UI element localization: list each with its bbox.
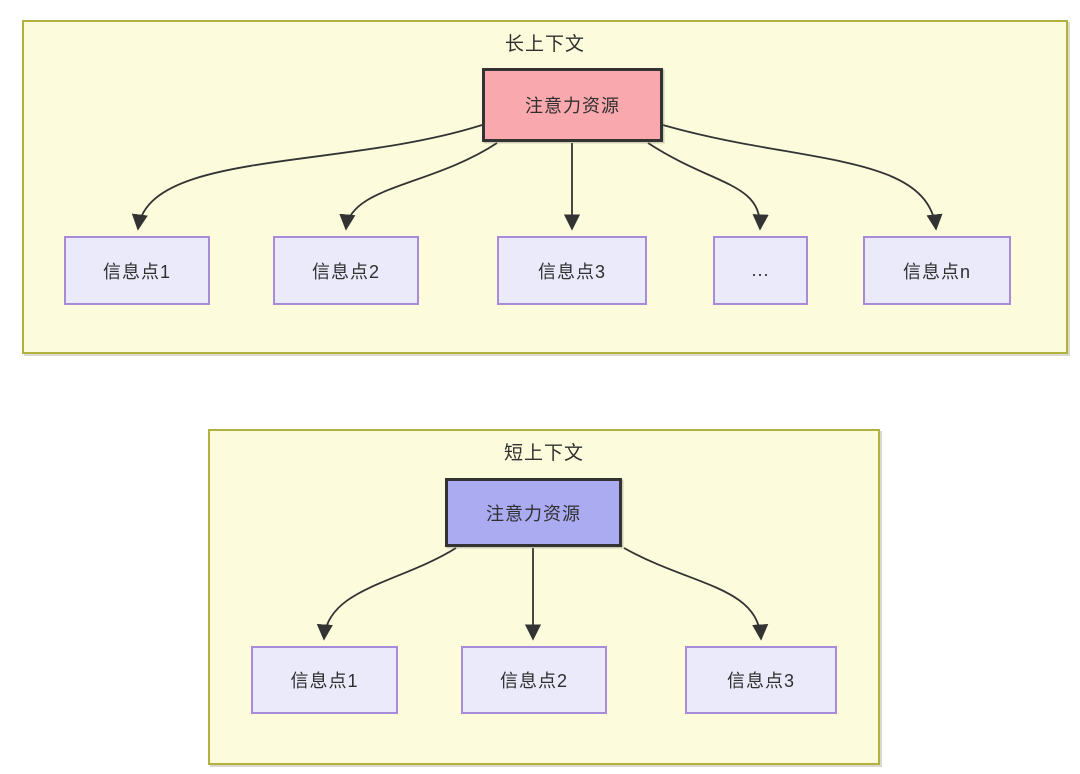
long-info-point-n-label: 信息点n — [902, 261, 971, 282]
long-info-point-1-node: 信息点1 — [64, 236, 210, 305]
long-info-point-2-label: 信息点2 — [311, 261, 380, 282]
short-info-point-2-label: 信息点2 — [499, 671, 568, 691]
long-info-point-1-label: 信息点1 — [102, 261, 171, 282]
short-info-point-3-label: 信息点3 — [726, 671, 795, 691]
short-attention-resource-node: 注意力资源 — [445, 478, 622, 547]
long-info-point-n-node: 信息点n — [863, 236, 1011, 305]
short-context-title: 短上下文 — [503, 443, 584, 464]
short-info-point-3-node: 信息点3 — [685, 646, 837, 714]
short-info-point-1-label: 信息点1 — [290, 671, 359, 691]
long-info-point-2-node: 信息点2 — [273, 236, 419, 305]
long-attention-resource-label: 注意力资源 — [525, 96, 620, 116]
long-context-title: 长上下文 — [504, 34, 585, 55]
short-attention-resource-label: 注意力资源 — [486, 503, 581, 524]
long-attention-resource-node: 注意力资源 — [482, 68, 663, 142]
short-info-point-2-node: 信息点2 — [461, 646, 607, 714]
long-info-point-ellipsis-label: ... — [751, 260, 770, 280]
long-info-point-3-node: 信息点3 — [497, 236, 647, 305]
short-info-point-1-node: 信息点1 — [251, 646, 398, 714]
long-info-point-3-label: 信息点3 — [537, 261, 606, 282]
long-info-point-ellipsis-node: ... — [713, 236, 808, 305]
